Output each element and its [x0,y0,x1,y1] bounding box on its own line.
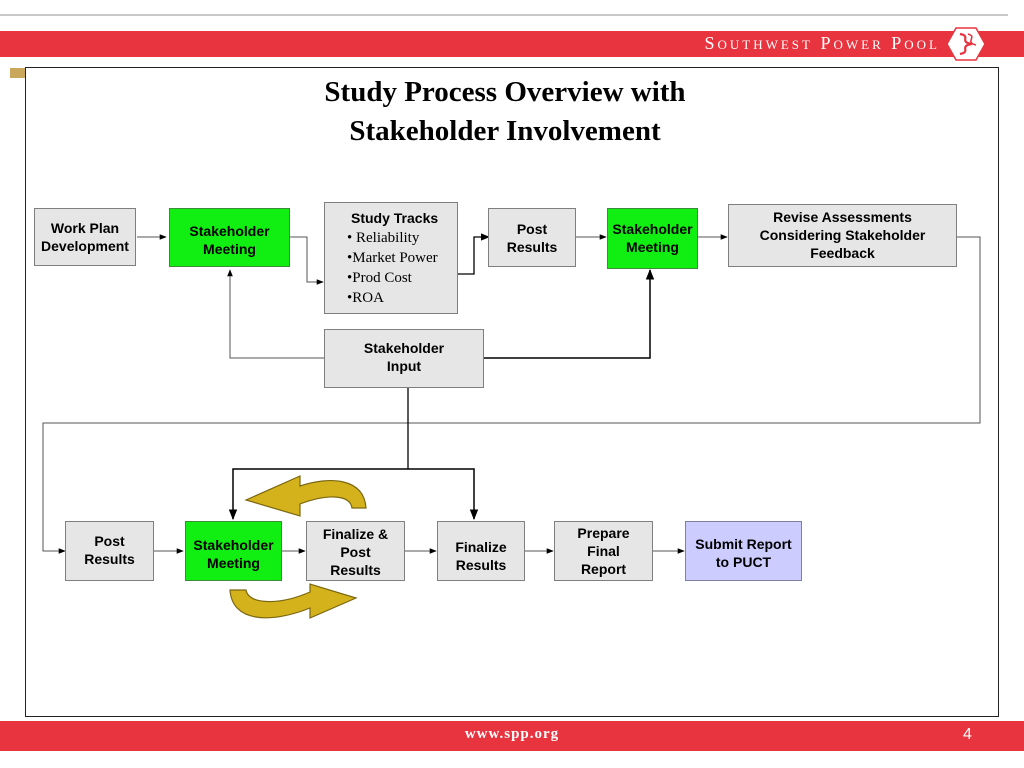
node-line: to PUCT [715,554,772,570]
node-line: Submit Report [695,536,792,552]
study-track-item: • Reliability [347,230,420,246]
node-work-plan-development: Work Plan Development [34,208,136,266]
node-line: Post [516,221,548,237]
node-submit-report: Submit Report to PUCT [685,521,802,581]
slide-title: Study Process Overview with Stakeholder … [220,73,790,151]
node-finalize-post-results: Finalize & Post Results [306,521,405,581]
footer-url[interactable]: www.spp.org [464,726,560,742]
node-line: Stakeholder [612,221,693,237]
study-track-item: •Market Power [347,250,438,266]
node-line: Results [455,557,507,573]
node-revise-assessments: Revise Assessments Considering Stakehold… [728,204,957,267]
node-line: Results [330,562,381,578]
node-line: Meeting [203,241,256,257]
node-line: Report [580,561,627,577]
node-stakeholder-meeting-1: Stakeholder Meeting [169,208,290,267]
node-line: Work Plan [50,220,120,236]
node-line: Development [41,238,129,254]
node-finalize-results: Finalize Results [437,521,525,581]
spp-logo-icon [946,27,986,61]
node-stakeholder-meeting-2: Stakeholder Meeting [607,208,698,269]
node-post-results-2: Post Results [65,521,154,581]
accent-block [10,68,26,78]
header-band [0,31,1024,57]
node-line: Meeting [207,555,260,571]
node-line: Stakeholder [363,340,445,356]
node-line: Finalize & [322,526,389,542]
node-line: Input [386,358,422,374]
page-number: 4 [963,726,972,743]
node-line: Prepare [577,525,630,541]
node-line: Considering Stakeholder [759,227,926,243]
node-line: Meeting [626,239,679,255]
slide-frame [25,67,999,717]
study-track-item: •Prod Cost [347,270,412,286]
node-line: Post [340,544,371,560]
footer-band [0,721,1024,751]
study-track-item: •ROA [347,290,384,306]
node-study-tracks: Study Tracks • Reliability •Market Power… [324,202,458,314]
node-line: Feedback [810,245,875,261]
node-post-results-1: Post Results [488,208,576,267]
node-line: Results [506,239,558,255]
node-line: Results [84,551,135,567]
company-name: Southwest Power Pool [704,33,940,53]
title-line-2: Stakeholder Involvement [349,115,661,147]
node-line: Final [587,543,620,559]
node-line: Revise Assessments [773,209,912,225]
node-line: Post [94,533,125,549]
node-line: Stakeholder [189,223,270,239]
title-line-1: Study Process Overview with [324,76,686,108]
node-line: Finalize [455,539,507,555]
node-stakeholder-meeting-3: Stakeholder Meeting [185,521,282,581]
node-line: Stakeholder [193,537,274,553]
top-divider [0,14,1008,16]
study-tracks-heading: Study Tracks [351,210,439,226]
node-prepare-final-report: Prepare Final Report [554,521,653,581]
node-stakeholder-input: Stakeholder Input [324,329,484,388]
